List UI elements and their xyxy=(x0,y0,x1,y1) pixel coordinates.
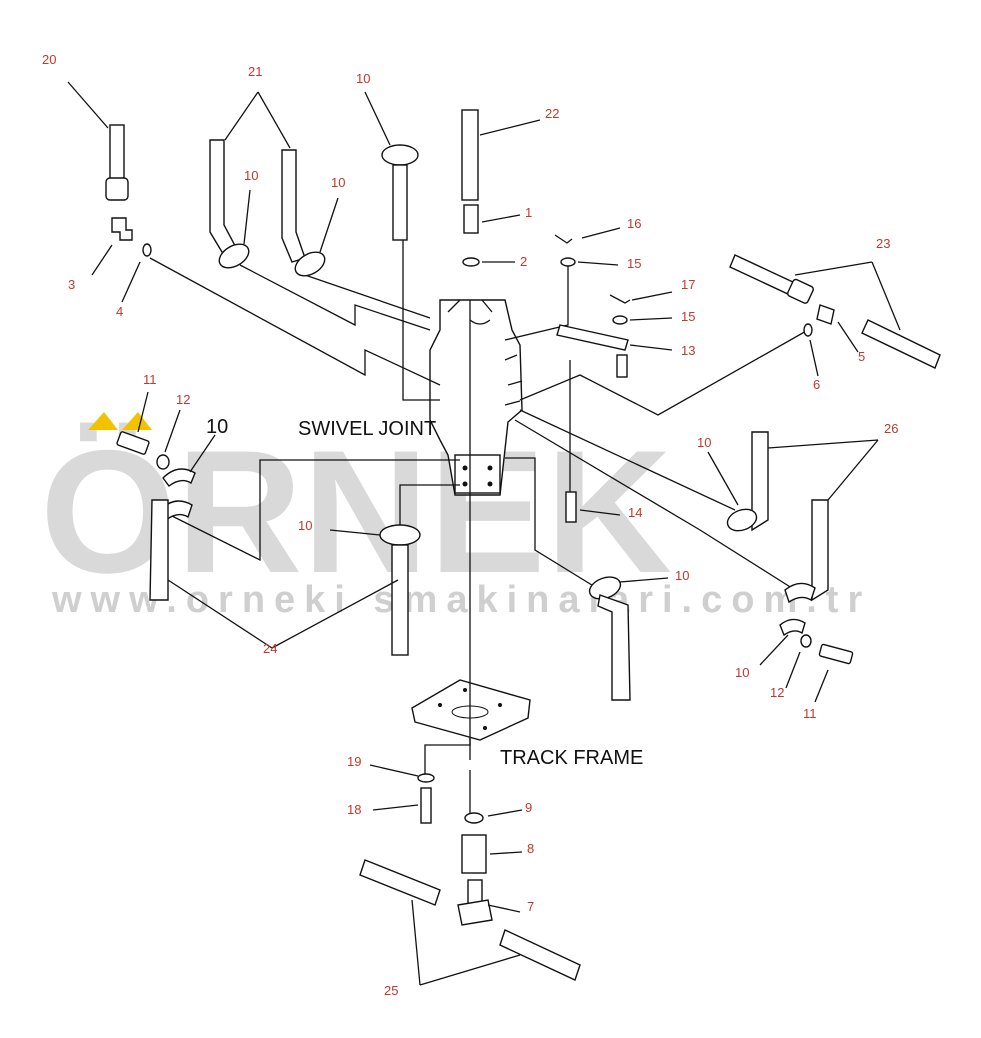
bolt-11-right xyxy=(818,643,854,665)
parts xyxy=(105,109,941,981)
flange-10-h xyxy=(779,618,806,637)
callout-10-hose-left: 10 xyxy=(244,168,258,183)
callout-11-right: 11 xyxy=(803,706,817,721)
half-flange-10-left-a xyxy=(162,468,196,487)
callout-20: 20 xyxy=(42,52,56,67)
elbow-3 xyxy=(111,217,133,241)
callout-10-right-lower: 10 xyxy=(735,665,749,680)
tee-5 xyxy=(816,304,835,325)
callout-12-left: 12 xyxy=(176,392,190,407)
nipple-1 xyxy=(463,204,479,234)
callout-5: 5 xyxy=(858,349,865,364)
hose-20 xyxy=(109,124,125,181)
nut-8 xyxy=(461,834,487,874)
hose-21-right xyxy=(281,149,306,263)
washer-12-right xyxy=(800,634,812,648)
bolt-14 xyxy=(565,491,577,523)
callout-6: 6 xyxy=(813,377,820,392)
pin-17 xyxy=(609,294,631,304)
hose-10-c xyxy=(392,164,408,241)
callout-19: 19 xyxy=(347,754,361,769)
callout-10-center: 10 xyxy=(298,518,312,533)
flange-10-f xyxy=(726,508,758,532)
hose-24-left xyxy=(149,499,169,601)
callout-14: 14 xyxy=(628,505,642,520)
plate-13 xyxy=(556,324,629,351)
callout-13: 13 xyxy=(681,343,695,358)
hose-24-center xyxy=(391,544,409,656)
flange-10-d xyxy=(379,524,421,546)
hose-25-right xyxy=(499,929,581,981)
o-ring-2 xyxy=(462,257,480,267)
hose-10-e xyxy=(597,594,631,701)
callout-24: 24 xyxy=(263,641,277,656)
o-ring-4 xyxy=(142,243,152,257)
flange-10-b xyxy=(294,251,326,277)
hose-20-fitting xyxy=(105,177,129,201)
callout-26: 26 xyxy=(884,421,898,436)
watermark-url: www.orneki smakinalari.com.tr xyxy=(51,579,871,621)
hose-26-lower xyxy=(811,499,829,602)
callout-11-left: 11 xyxy=(143,372,157,387)
flange-10-a xyxy=(218,243,250,269)
callout-10-top: 10 xyxy=(356,71,370,86)
hose-26-upper xyxy=(751,431,769,532)
callout-1: 1 xyxy=(525,205,532,220)
callout-18: 18 xyxy=(347,802,361,817)
o-ring-9 xyxy=(464,812,484,824)
callout-9: 9 xyxy=(525,800,532,815)
callout-7: 7 xyxy=(527,899,534,914)
callout-15-mid: 15 xyxy=(681,309,695,324)
hose-23-right xyxy=(861,319,941,369)
track-frame-label: TRACK FRAME xyxy=(500,747,643,769)
rod-13 xyxy=(616,354,628,378)
callout-2: 2 xyxy=(520,254,527,269)
flange-10-g xyxy=(784,582,816,604)
swivel-joint-body xyxy=(429,299,523,496)
callout-leaders xyxy=(67,81,901,986)
callout-21: 21 xyxy=(248,64,262,79)
swivel-joint-label: SWIVEL JOINT xyxy=(298,418,436,440)
callout-23: 23 xyxy=(876,236,890,251)
connection-lines xyxy=(149,180,809,815)
callout-15-top: 15 xyxy=(627,256,641,271)
watermark-accent-right xyxy=(122,412,152,430)
callout-25: 25 xyxy=(384,983,398,998)
flange-10-c xyxy=(381,144,419,166)
callout-10-hose-right: 10 xyxy=(331,175,345,190)
callout-10-large: 10 xyxy=(206,416,228,438)
callout-22: 22 xyxy=(545,106,559,121)
callouts: 20 21 10 22 10 10 1 16 23 2 15 3 17 4 15… xyxy=(42,52,898,998)
callout-16: 16 xyxy=(627,216,641,231)
callout-8: 8 xyxy=(527,841,534,856)
hose-21-left xyxy=(209,139,241,263)
bolt-11-left xyxy=(116,431,150,455)
track-frame-plate xyxy=(411,679,531,741)
callout-3: 3 xyxy=(68,277,75,292)
washer-15-a xyxy=(560,257,576,267)
hose-22 xyxy=(461,109,479,201)
pin-16 xyxy=(554,234,573,244)
bolt-18 xyxy=(420,787,432,824)
callout-12-right: 12 xyxy=(770,685,784,700)
callout-17: 17 xyxy=(681,277,695,292)
callout-10-right-upper: 10 xyxy=(697,435,711,450)
hose-25-left xyxy=(359,859,441,906)
washer-19 xyxy=(417,773,435,783)
callout-10-center-right: 10 xyxy=(675,568,689,583)
tee-7 xyxy=(457,899,493,926)
callout-4: 4 xyxy=(116,304,123,319)
washer-12-left xyxy=(156,454,170,470)
washer-15-b xyxy=(612,315,628,325)
o-ring-6 xyxy=(803,323,813,337)
hose-23-left-fitting xyxy=(786,278,814,304)
watermark-accent-left xyxy=(88,412,118,430)
